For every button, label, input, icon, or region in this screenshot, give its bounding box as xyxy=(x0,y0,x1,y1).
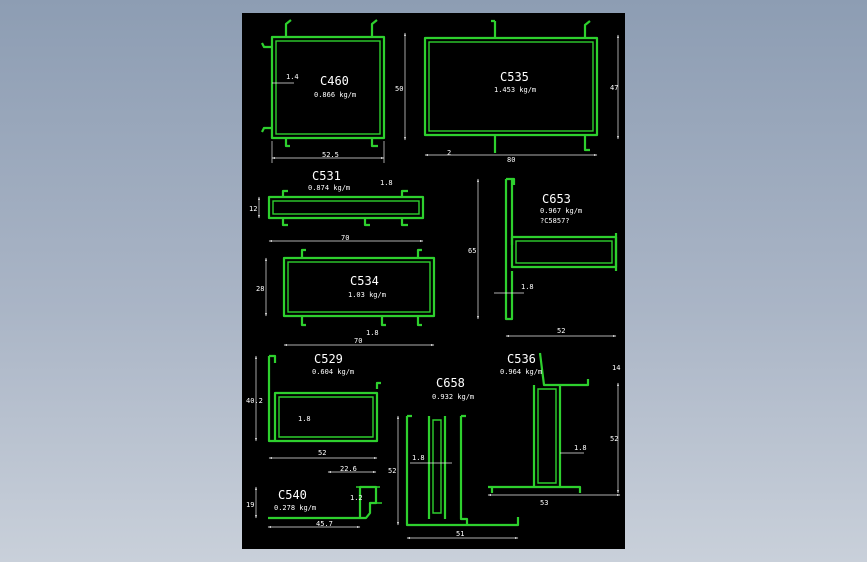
c531-wall-dim: 1.8 xyxy=(380,179,393,187)
c653-weight: 0.967 kg/m xyxy=(540,207,582,215)
profile-c535: C535 1.453 kg/m 80 47 2 xyxy=(423,19,620,164)
c540-wall-dim: 1.2 xyxy=(350,494,363,502)
c658-name: C658 xyxy=(436,376,465,390)
c534-width-dim: 70 xyxy=(354,337,362,345)
c536-width-dim: 53 xyxy=(540,499,548,507)
c536-top-dim: 14 xyxy=(612,364,620,372)
c531-name: C531 xyxy=(312,169,341,183)
profile-c529: C529 0.604 kg/m 52 40.2 1.8 xyxy=(246,352,381,460)
c535-name: C535 xyxy=(500,70,529,84)
c653-width-dim: 52 xyxy=(557,327,565,335)
c536-wall-dim: 1.8 xyxy=(574,444,587,452)
c534-wall-dim: 1.8 xyxy=(366,329,379,337)
c460-height-dim: 50 xyxy=(395,85,403,93)
c535-width-dim: 80 xyxy=(507,156,515,164)
c529-height-dim: 40.2 xyxy=(246,397,263,405)
c460-width-dim: 52.5 xyxy=(322,151,339,159)
c536-weight: 0.964 kg/m xyxy=(500,368,542,376)
c535-wall-dim: 2 xyxy=(447,149,451,157)
c540-top-dim: 22.6 xyxy=(340,465,357,473)
c460-weight: 0.866 kg/m xyxy=(314,91,356,99)
c534-height-dim: 28 xyxy=(256,285,264,293)
c540-height-dim: 19 xyxy=(246,501,254,509)
c460-wall-dim: 1.4 xyxy=(286,73,299,81)
c534-name: C534 xyxy=(350,274,379,288)
c460-name: C460 xyxy=(320,74,349,88)
profile-c653: C653 0.967 kg/m ?C5857? 52 65 1.8 xyxy=(468,177,618,338)
c658-weight: 0.932 kg/m xyxy=(432,393,474,401)
c540-width-dim: 45.7 xyxy=(316,520,333,528)
c536-height-dim: 52 xyxy=(610,435,618,443)
profile-c658: C658 0.932 kg/m 51 52 1.8 xyxy=(388,376,520,540)
c658-wall-dim: 1.8 xyxy=(412,454,425,462)
c658-height-dim: 52 xyxy=(388,467,396,475)
c529-weight: 0.604 kg/m xyxy=(312,368,354,376)
c531-weight: 0.874 kg/m xyxy=(308,184,350,192)
c658-width-dim: 51 xyxy=(456,530,464,538)
c529-width-dim: 52 xyxy=(318,449,326,457)
profile-c531: C531 0.874 kg/m 70 12 1.8 xyxy=(249,169,425,243)
c653-height-dim: 65 xyxy=(468,247,476,255)
profile-c460: C460 0.866 kg/m 52.5 50 1.4 xyxy=(261,19,407,163)
c653-wall-dim: 1.8 xyxy=(521,283,534,291)
c536-name: C536 xyxy=(507,352,536,366)
c534-weight: 1.03 kg/m xyxy=(348,291,386,299)
profile-c534: C534 1.03 kg/m 70 28 1.8 xyxy=(256,248,436,347)
c529-wall-dim: 1.8 xyxy=(298,415,311,423)
c535-height-dim: 47 xyxy=(610,84,618,92)
c540-name: C540 xyxy=(278,488,307,502)
c529-name: C529 xyxy=(314,352,343,366)
drawing-sheet: C460 0.866 kg/m 52.5 50 1.4 C535 1.453 k… xyxy=(242,13,625,549)
profile-c536: C536 0.964 kg/m 53 52 14 1.8 xyxy=(487,352,620,507)
c653-note: ?C5857? xyxy=(540,217,570,225)
cad-drawing: C460 0.866 kg/m 52.5 50 1.4 C535 1.453 k… xyxy=(246,19,620,540)
c540-weight: 0.278 kg/m xyxy=(274,504,316,512)
c531-width-dim: 70 xyxy=(341,234,349,242)
c531-height-dim: 12 xyxy=(249,205,257,213)
c535-weight: 1.453 kg/m xyxy=(494,86,536,94)
c653-name: C653 xyxy=(542,192,571,206)
profile-c540: C540 0.278 kg/m 45.7 22.6 19 1.2 xyxy=(246,465,382,529)
